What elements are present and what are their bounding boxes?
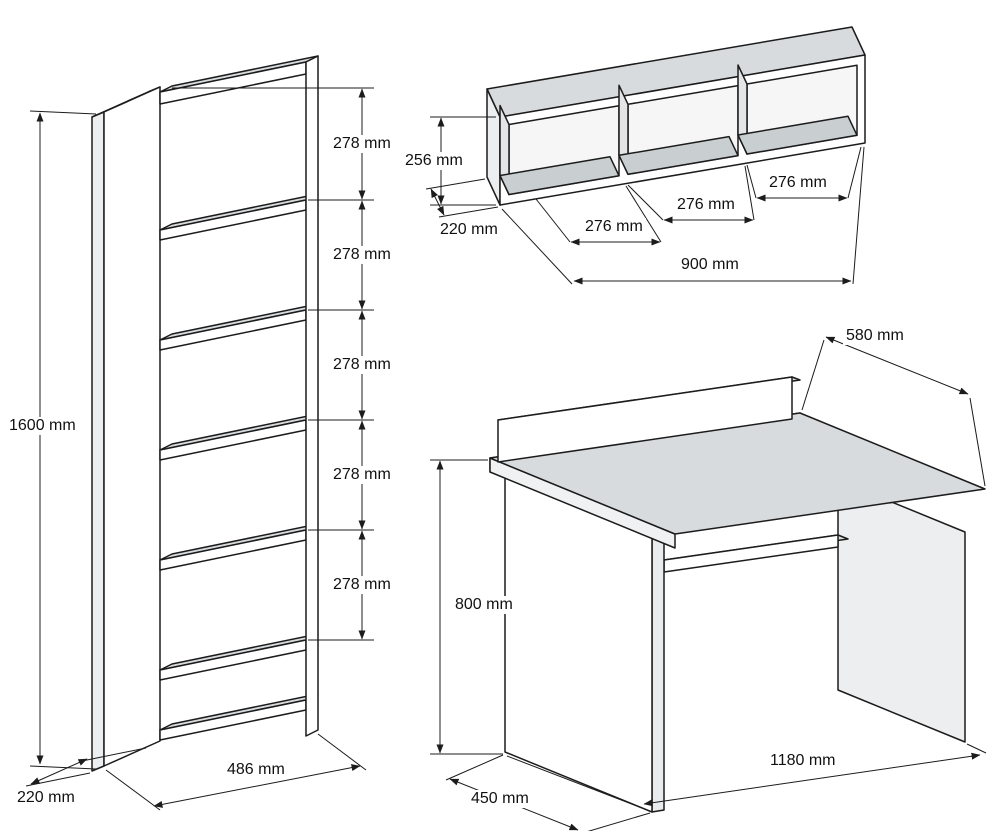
wall-shelf-compartment: [618, 84, 739, 176]
bookshelf-gap4-label: 278 mm: [330, 466, 394, 484]
wall-shelf-depth-label: 220 mm: [437, 221, 501, 239]
desk-back-rail: [497, 376, 801, 463]
bookshelf-width-dim: [153, 764, 361, 808]
bookshelf-dimensions: [25, 87, 374, 811]
wall-shelf-comp1-label: 276 mm: [582, 218, 646, 236]
desk-dimensions: [430, 336, 987, 831]
desk-width-label: 1180 mm: [767, 752, 839, 770]
desk-width-dim: [643, 752, 981, 807]
bookshelf-shelf: [159, 523, 319, 571]
desk-top-depth-dim: [825, 336, 969, 395]
wall-shelf-width-label: 900 mm: [678, 256, 742, 274]
bookshelf-gap1-label: 278 mm: [330, 135, 394, 153]
bookshelf-side-panel-face: [103, 86, 161, 767]
bookshelf-depth-dim: [30, 758, 88, 785]
desk-depth-label: 450 mm: [468, 790, 532, 808]
bookshelf-shelf: [159, 413, 319, 461]
wall-shelf-compartment: [737, 64, 858, 155]
desk-keyboard-shelf: [663, 534, 849, 573]
desk-drawing: [489, 376, 986, 813]
wall-shelf-comp2-label: 276 mm: [674, 196, 738, 214]
bookshelf-right-panel: [305, 55, 319, 737]
bookshelf-drawing: [91, 55, 319, 772]
wall-shelf-depth-dim: [430, 188, 445, 216]
bookshelf-depth-label: 220 mm: [14, 789, 78, 807]
bookshelf-top-shelf-front: [159, 61, 307, 105]
wall-shelf-compartment: [499, 104, 620, 196]
bookshelf-height-label: 1600 mm: [6, 417, 79, 435]
bookshelf-gap5-label: 278 mm: [330, 576, 394, 594]
wall-shelf-dimensions: [425, 116, 865, 285]
desk-right-panel: [837, 479, 966, 743]
desk-left-panel-edge: [651, 529, 665, 813]
bookshelf-shelf: [159, 193, 319, 241]
bookshelf-gap2-label: 278 mm: [330, 246, 394, 264]
bookshelf-shelf: [159, 633, 319, 681]
desk-top-depth-label: 580 mm: [843, 327, 907, 345]
bookshelf-shelf: [159, 303, 319, 351]
desk-height-label: 800 mm: [452, 596, 516, 614]
bookshelf-bottom-shelf: [159, 693, 319, 741]
wall-shelf-height-label: 256 mm: [402, 152, 466, 170]
wall-shelf-drawing: [486, 26, 866, 206]
bookshelf-gap3-label: 278 mm: [330, 356, 394, 374]
wall-shelf-comp3-label: 276 mm: [766, 174, 830, 192]
bookshelf-width-label: 486 mm: [224, 761, 288, 779]
bookshelf-side-panel-edge: [91, 111, 105, 772]
